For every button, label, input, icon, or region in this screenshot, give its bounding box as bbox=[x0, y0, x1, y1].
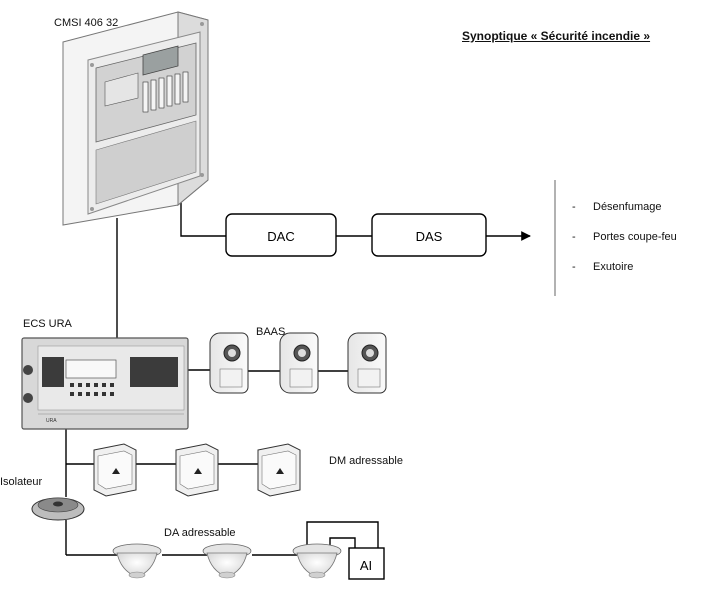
wiring bbox=[65, 197, 531, 556]
baas-unit bbox=[279, 332, 319, 394]
da-detector bbox=[112, 543, 162, 579]
dac-label: DAC bbox=[267, 229, 294, 244]
da-detector bbox=[202, 543, 252, 579]
effect-item: - Exutoire bbox=[572, 258, 677, 288]
baas-label: BAAS bbox=[256, 326, 286, 338]
ecs-panel: URA bbox=[21, 337, 189, 430]
isolateur-label: Isolateur bbox=[0, 476, 43, 488]
baas-units bbox=[209, 332, 387, 394]
effect-desenfumage: Désenfumage bbox=[593, 201, 662, 213]
dm-unit bbox=[93, 443, 137, 497]
ecs-brand-label: URA bbox=[46, 418, 57, 424]
effect-dash: - bbox=[572, 231, 576, 243]
da-ai-link-1 bbox=[306, 521, 379, 548]
cmsi-cabinet bbox=[62, 11, 209, 226]
da-ai-link-2 bbox=[329, 537, 356, 548]
das-box bbox=[371, 213, 487, 257]
ai-label: AI bbox=[360, 558, 372, 573]
isolateur-device bbox=[31, 497, 85, 521]
da-label: DA adressable bbox=[164, 527, 236, 539]
effect-dash: - bbox=[572, 261, 576, 273]
dm-unit bbox=[175, 443, 219, 497]
effect-dash: - bbox=[572, 201, 576, 213]
dm-label: DM adressable bbox=[329, 455, 403, 467]
effect-item: - Portes coupe-feu bbox=[572, 228, 677, 258]
effect-portes-coupe-feu: Portes coupe-feu bbox=[593, 231, 677, 243]
dm-unit bbox=[257, 443, 301, 497]
cmsi-dac-link bbox=[180, 197, 226, 237]
dac-box bbox=[225, 213, 337, 257]
baas-unit bbox=[347, 332, 387, 394]
ai-box bbox=[348, 547, 385, 580]
effect-item: - Désenfumage bbox=[572, 198, 677, 228]
da-detector bbox=[292, 543, 342, 579]
effect-exutoire: Exutoire bbox=[593, 261, 634, 273]
da-detectors bbox=[112, 543, 342, 579]
dm-units bbox=[93, 443, 301, 497]
cmsi-label: CMSI 406 32 bbox=[54, 17, 119, 29]
das-label: DAS bbox=[416, 229, 443, 244]
effects-list: - Désenfumage - Portes coupe-feu - Exutoire bbox=[572, 198, 677, 288]
ecs-label: ECS URA bbox=[23, 318, 72, 330]
baas-unit bbox=[209, 332, 249, 394]
page-title: Synoptique « Sécurité incendie » bbox=[462, 29, 651, 43]
